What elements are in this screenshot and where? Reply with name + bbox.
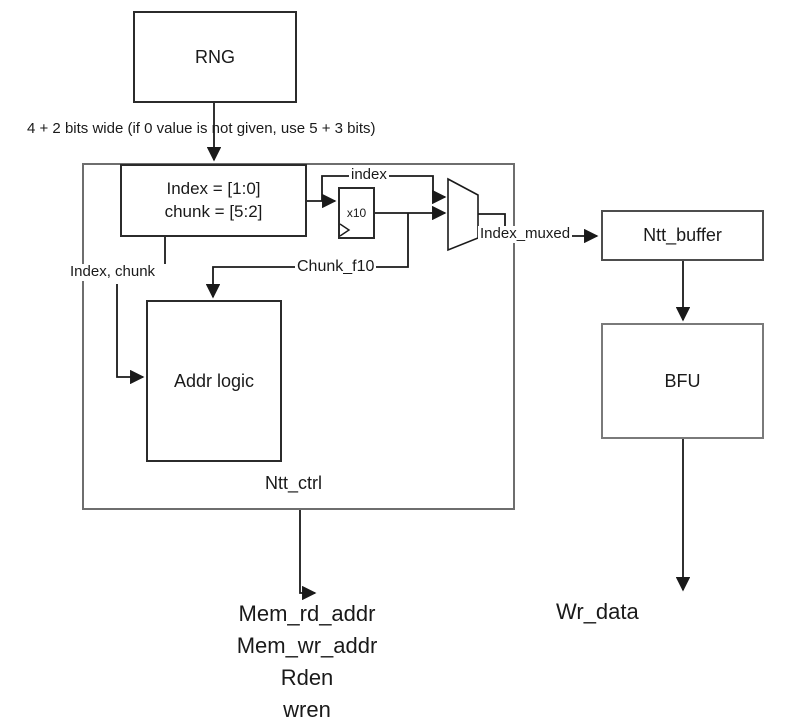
ntt-ctrl-block-label: Ntt_ctrl xyxy=(265,473,323,493)
output-signal-mem-wr-addr: Mem_wr_addr xyxy=(236,633,378,658)
wr-data-output-label: Wr_data xyxy=(556,599,639,624)
output-signal-mem-rd-addr: Mem_rd_addr xyxy=(238,601,376,626)
addr-logic-block: Addr logic xyxy=(146,300,282,462)
index-wire-label: index xyxy=(349,166,389,184)
ntt-buffer-label: Ntt_buffer xyxy=(643,225,722,245)
x10-label: x10 xyxy=(346,206,367,220)
output-signal-wren: wren xyxy=(283,697,331,722)
bfu-label: BFU xyxy=(664,370,701,391)
wire-index-to-mux xyxy=(321,175,447,205)
bit-width-note: 4 + 2 bits wide (if 0 value is not given… xyxy=(27,120,376,137)
bfu-block: BFU xyxy=(601,323,764,439)
ctrl-output-signal-list: Mem_rd_addr Mem_wr_addr Rden wren xyxy=(212,598,402,726)
index-muxed-wire-label: Index_muxed xyxy=(478,225,573,243)
chunk-range-label: chunk = [5:2] xyxy=(164,201,263,221)
x10-flipflop-block: x10 xyxy=(338,187,375,239)
index-chunk-wire-label: Index, chunk xyxy=(68,263,158,281)
index-range-label: Index = [1:0] xyxy=(166,178,261,198)
clock-input-icon xyxy=(339,223,351,237)
ntt-buffer-block: Ntt_buffer xyxy=(601,210,764,261)
addr-logic-label: Addr logic xyxy=(173,370,255,391)
rng-block-label: RNG xyxy=(195,46,235,67)
rng-block: RNG xyxy=(133,11,297,103)
index-chunk-register-block: Index = [1:0] chunk = [5:2] xyxy=(120,164,307,237)
wire-indexchunk-to-addr-logic xyxy=(116,284,145,385)
output-signal-rden: Rden xyxy=(280,665,334,690)
wire-nttctrl-to-outputs xyxy=(299,510,317,601)
chunk-f10-wire-label: Chunk_f10 xyxy=(295,258,377,276)
